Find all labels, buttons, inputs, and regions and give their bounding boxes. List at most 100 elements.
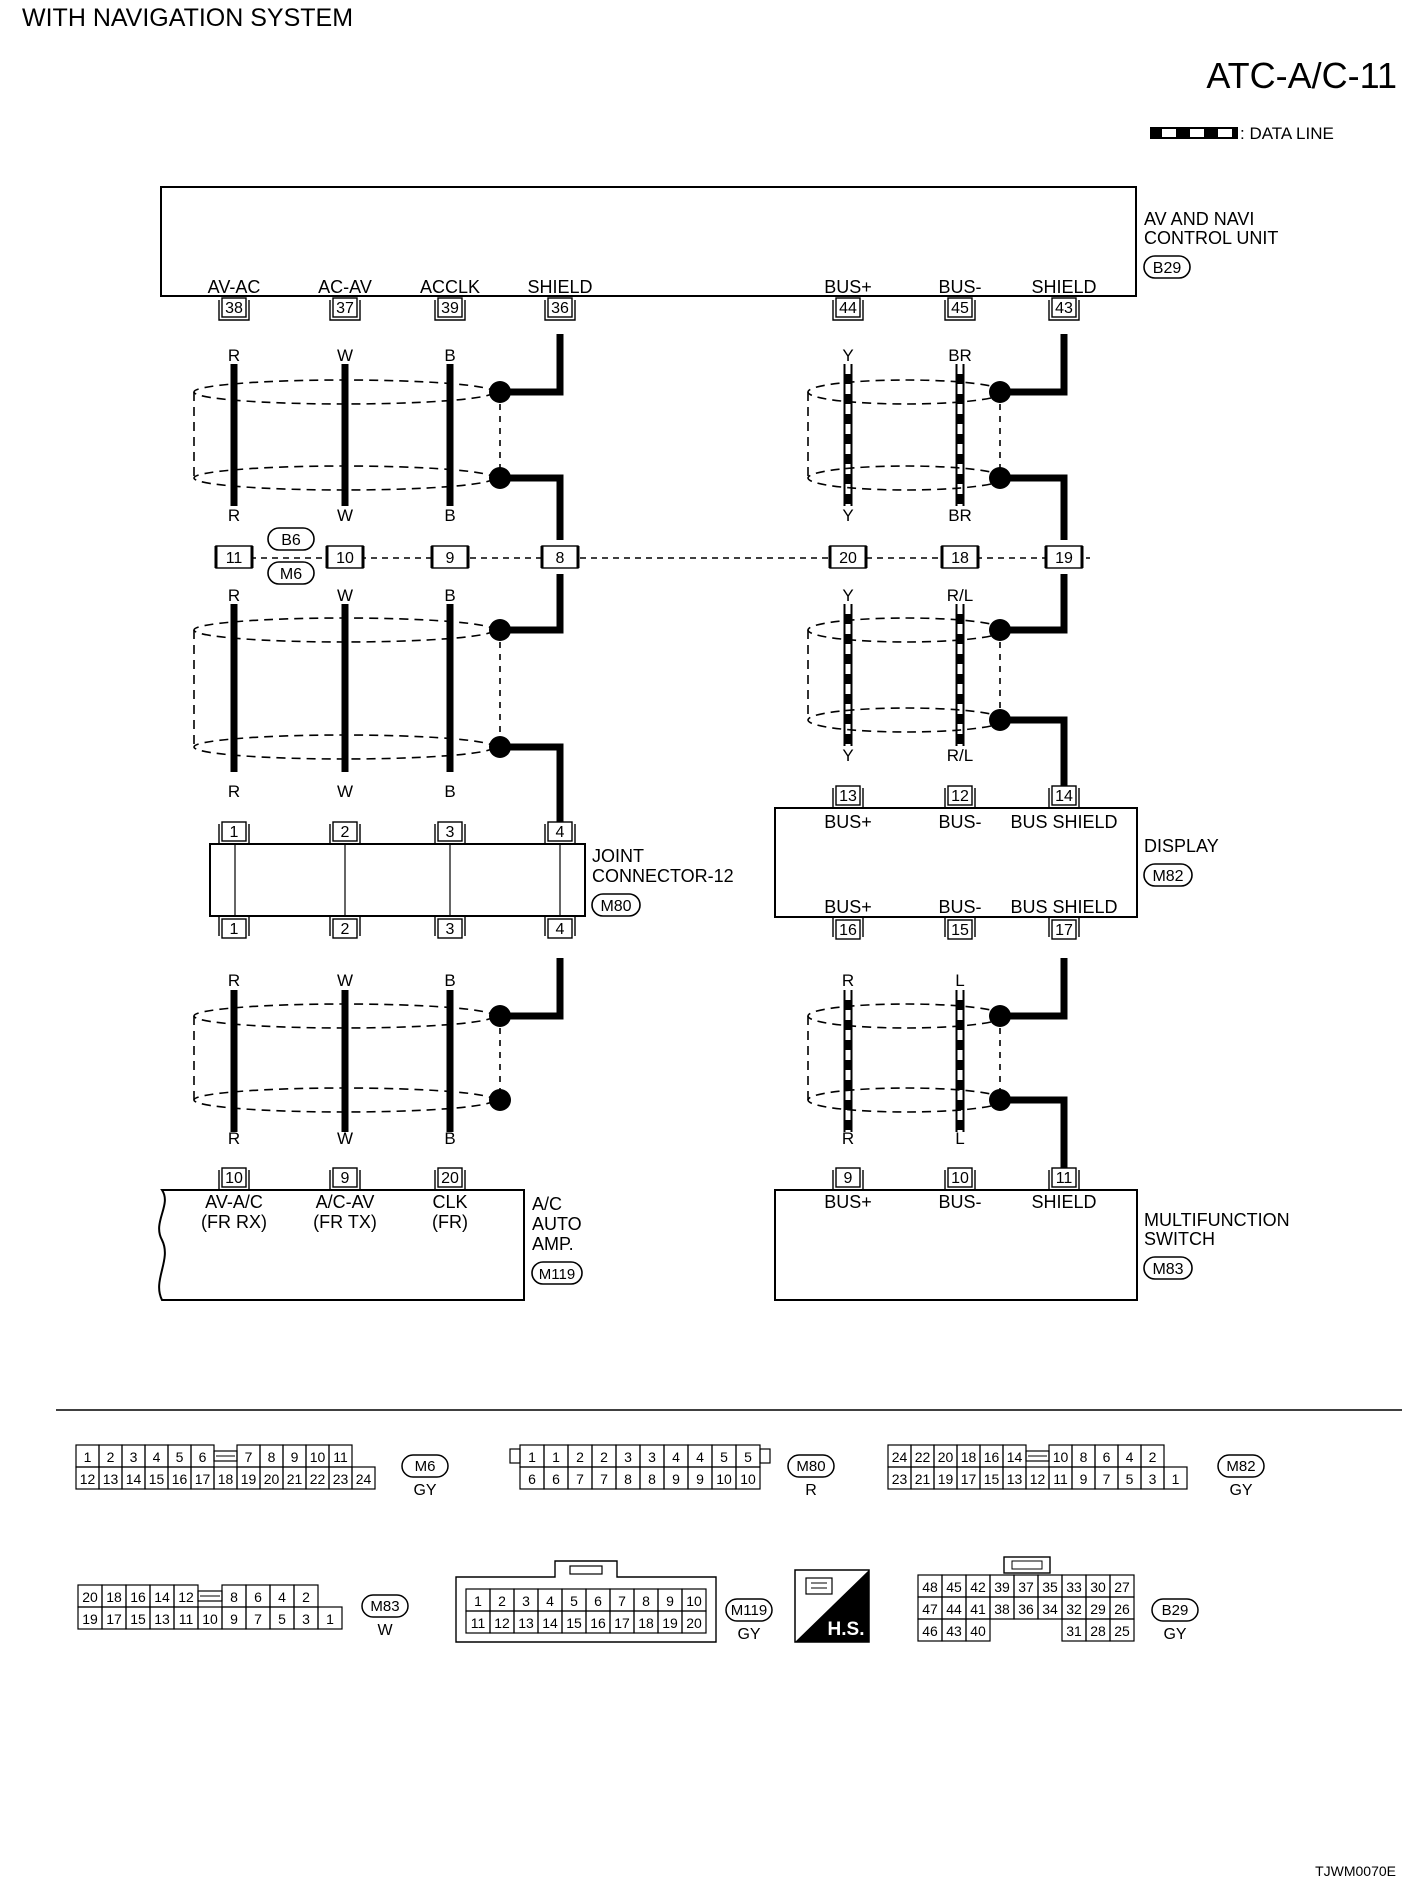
wire-color-left-b-2: B	[444, 506, 455, 525]
svg-text:1: 1	[474, 1593, 482, 1609]
svg-text:23: 23	[892, 1471, 908, 1487]
m83-pin-9: 9	[832, 1167, 864, 1191]
m83-pin-10: 10	[944, 1167, 976, 1191]
svg-text:1: 1	[230, 921, 239, 938]
svg-text:37: 37	[1018, 1579, 1034, 1595]
svg-text:10: 10	[1053, 1449, 1069, 1465]
connector-view-m80-latches	[509, 1448, 771, 1464]
svg-text:4: 4	[278, 1589, 286, 1605]
svg-text:(FR): (FR)	[432, 1212, 468, 1232]
svg-text:4: 4	[556, 921, 565, 938]
svg-text:1: 1	[528, 1449, 536, 1465]
m82-bottom-pin-17: 17	[1048, 916, 1080, 940]
svg-text:2: 2	[600, 1449, 608, 1465]
svg-text:44: 44	[946, 1601, 962, 1617]
svg-text:22: 22	[310, 1471, 326, 1487]
wire-color-right-a-1: BR	[948, 346, 972, 365]
b29-pin-36: 36	[544, 297, 576, 321]
svg-text:25: 25	[1114, 1623, 1130, 1639]
m82-bottom-pin-15: 15	[944, 916, 976, 940]
svg-text:19: 19	[938, 1471, 954, 1487]
svg-text:GY: GY	[1163, 1626, 1186, 1643]
svg-text:34: 34	[1042, 1601, 1058, 1617]
svg-text:3: 3	[446, 824, 455, 841]
m82-top-pin-12: 12	[944, 785, 976, 809]
svg-text:AC-AV: AC-AV	[318, 277, 372, 297]
svg-text:30: 30	[1090, 1579, 1106, 1595]
svg-text:18: 18	[961, 1449, 977, 1465]
svg-text:BUS+: BUS+	[824, 277, 872, 297]
svg-text:6: 6	[528, 1471, 536, 1487]
shield-drain	[1000, 334, 1068, 396]
footer-code: TJWM0070E	[1315, 1863, 1396, 1879]
svg-text:29: 29	[1090, 1601, 1106, 1617]
svg-text:2: 2	[576, 1449, 584, 1465]
svg-text:R: R	[805, 1482, 817, 1499]
wire-color-right-e-1: L	[955, 971, 964, 990]
svg-text:9: 9	[341, 1170, 350, 1187]
svg-text:18: 18	[106, 1589, 122, 1605]
svg-text:12: 12	[1030, 1471, 1046, 1487]
svg-text:12: 12	[80, 1471, 96, 1487]
m80-bottom-pin-4: 4	[544, 915, 576, 939]
relay-pin-18: 18	[940, 545, 980, 569]
svg-text:15: 15	[984, 1471, 1000, 1487]
svg-text:5: 5	[744, 1449, 752, 1465]
svg-text:1: 1	[230, 824, 239, 841]
svg-text:17: 17	[1055, 922, 1073, 939]
svg-text:9: 9	[666, 1593, 674, 1609]
svg-text:10: 10	[740, 1471, 756, 1487]
svg-text:8: 8	[230, 1589, 238, 1605]
shielded-cable	[807, 617, 1011, 733]
svg-text:43: 43	[946, 1623, 962, 1639]
svg-text:CLK: CLK	[432, 1192, 467, 1212]
svg-text:9: 9	[230, 1611, 238, 1627]
b29-pin-38: 38	[218, 297, 250, 321]
m80-top-pin-3: 3	[434, 821, 466, 845]
svg-text:36: 36	[551, 300, 569, 317]
connector-badge-m119	[531, 1261, 583, 1285]
svg-text:1: 1	[84, 1449, 92, 1465]
av-navi-unit-name-line2: CONTROL UNIT	[1144, 228, 1278, 248]
shielded-cable	[193, 617, 511, 760]
svg-text:12: 12	[951, 788, 969, 805]
svg-text:13: 13	[154, 1611, 170, 1627]
svg-text:4: 4	[1126, 1449, 1134, 1465]
svg-text:31: 31	[1066, 1623, 1082, 1639]
svg-text:3: 3	[624, 1449, 632, 1465]
svg-text:14: 14	[542, 1615, 558, 1631]
connector-badge-m6	[267, 561, 315, 585]
svg-text:BUS-: BUS-	[938, 897, 981, 917]
b29-pin-37: 37	[329, 297, 361, 321]
svg-text:11: 11	[179, 1611, 194, 1627]
svg-text:17: 17	[614, 1615, 630, 1631]
m80-bottom-pin-3: 3	[434, 915, 466, 939]
svg-text:A/C-AV: A/C-AV	[316, 1192, 375, 1212]
relay-pin-10: 10	[325, 545, 365, 569]
page-title: WITH NAVIGATION SYSTEM	[22, 4, 353, 32]
wire-color-left-c-1: W	[337, 586, 353, 605]
m119-signal-labels: AV-A/C (FR RX) A/C-AV (FR TX) CLK (FR)	[201, 1192, 468, 1232]
m80-top-pin-4: 4	[544, 821, 576, 845]
wire-color-right-b-0: Y	[842, 506, 853, 525]
svg-text:11: 11	[1053, 1471, 1068, 1487]
svg-text:11: 11	[1056, 1170, 1073, 1187]
wire-color-left-a-0: R	[228, 346, 240, 365]
svg-text:22: 22	[915, 1449, 931, 1465]
svg-text:15: 15	[566, 1615, 582, 1631]
svg-text:13: 13	[1007, 1471, 1023, 1487]
b29-pin-45: 45	[944, 297, 976, 321]
svg-text:19: 19	[1055, 550, 1073, 567]
svg-text:SHIELD: SHIELD	[1031, 1192, 1096, 1212]
svg-text:21: 21	[287, 1471, 303, 1487]
svg-text:AV-AC: AV-AC	[208, 277, 261, 297]
ac-amp-name-line2: AUTO	[532, 1214, 582, 1234]
m119-pin-10: 10	[218, 1167, 250, 1191]
wire-color-left-a-1: W	[337, 346, 353, 365]
svg-text:18: 18	[218, 1471, 234, 1487]
connector-badge-m82	[1143, 863, 1193, 887]
svg-text:11: 11	[226, 550, 243, 567]
